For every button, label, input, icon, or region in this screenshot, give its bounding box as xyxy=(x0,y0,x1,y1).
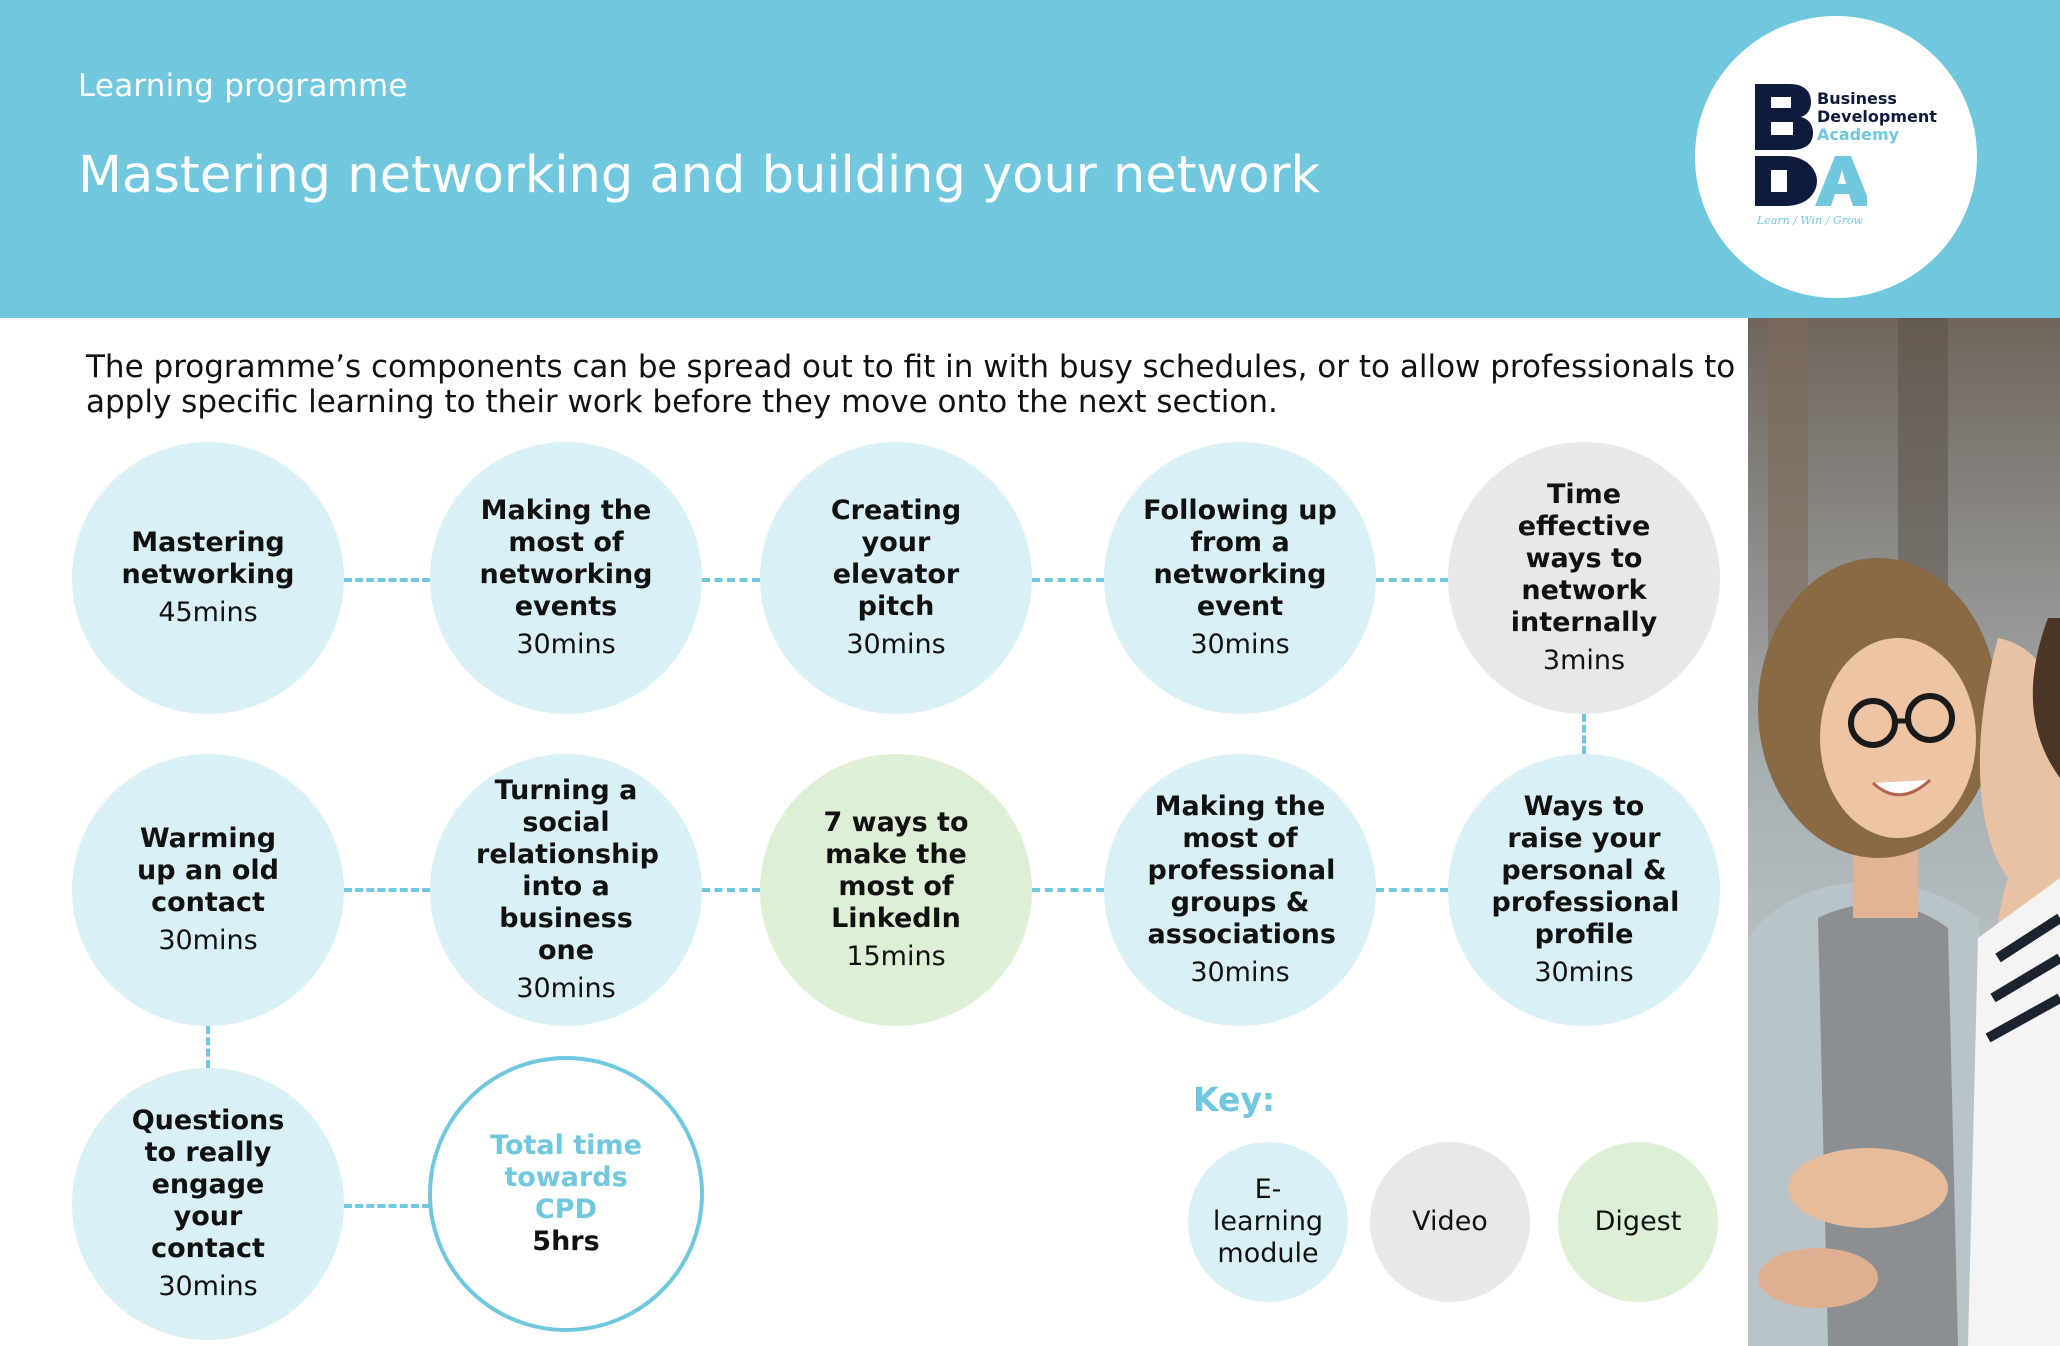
module-duration: 3mins xyxy=(1542,645,1626,676)
key-label: Digest xyxy=(1594,1206,1682,1237)
module-duration: 30mins xyxy=(1190,629,1290,660)
connector xyxy=(1376,888,1448,892)
logo-tagline: Learn / Win / Grow xyxy=(1757,214,1863,227)
module-elevator-pitch: Creating your elevator pitch 30mins xyxy=(760,442,1032,714)
logo-line-1: Business xyxy=(1817,89,1897,108)
module-network-internally: Time effective ways to network internall… xyxy=(1448,442,1720,714)
connector xyxy=(1582,714,1586,754)
module-duration: 30mins xyxy=(1190,957,1290,988)
module-duration: 30mins xyxy=(158,925,258,956)
connector xyxy=(344,888,430,892)
module-title: 7 ways to make the most of LinkedIn xyxy=(823,807,969,934)
module-professional-groups: Making the most of professional groups &… xyxy=(1104,754,1376,1026)
module-duration: 15mins xyxy=(846,941,946,972)
total-cpd-time: Total time towards CPD 5hrs xyxy=(428,1056,704,1332)
photo-illustration xyxy=(1748,318,2060,1346)
module-title: Creating your elevator pitch xyxy=(830,495,962,622)
module-duration: 30mins xyxy=(1534,957,1634,988)
module-title: Making the most of networking events xyxy=(479,495,653,622)
connector xyxy=(344,1204,430,1208)
module-title: Questions to really engage your contact xyxy=(131,1105,285,1264)
module-linkedin: 7 ways to make the most of LinkedIn 15mi… xyxy=(760,754,1032,1026)
bda-logo: Business Development Academy Learn / Win… xyxy=(1695,16,1977,298)
module-title: Making the most of professional groups &… xyxy=(1147,791,1336,950)
page-eyebrow: Learning programme xyxy=(78,68,408,104)
connector xyxy=(1376,578,1448,582)
key-label: Video xyxy=(1412,1206,1488,1237)
connector xyxy=(206,1026,210,1068)
connector xyxy=(1032,578,1104,582)
connector xyxy=(1032,888,1104,892)
total-label: Total time towards CPD xyxy=(490,1130,642,1225)
key-video: Video xyxy=(1370,1142,1530,1302)
module-mastering-networking: Mastering networking 45mins xyxy=(72,442,344,714)
bda-monogram-icon xyxy=(1755,84,1867,206)
module-title: Time effective ways to network internall… xyxy=(1510,479,1658,638)
module-social-to-business: Turning a social relationship into a bus… xyxy=(430,754,702,1026)
connector xyxy=(702,888,760,892)
photo-professionals xyxy=(1748,318,2060,1346)
module-following-up: Following up from a networking event 30m… xyxy=(1104,442,1376,714)
module-duration: 45mins xyxy=(158,597,258,628)
module-title: Following up from a networking event xyxy=(1143,495,1337,622)
module-title: Warming up an old contact xyxy=(137,823,279,918)
module-networking-events: Making the most of networking events 30m… xyxy=(430,442,702,714)
key-label: E-learning module xyxy=(1212,1174,1324,1269)
key-digest: Digest xyxy=(1558,1142,1718,1302)
key-elearning: E-learning module xyxy=(1188,1142,1348,1302)
connector xyxy=(344,578,430,582)
page-title: Mastering networking and building your n… xyxy=(78,146,1321,205)
module-duration: 30mins xyxy=(516,973,616,1004)
module-duration: 30mins xyxy=(846,629,946,660)
total-value: 5hrs xyxy=(532,1226,600,1257)
module-warming-up-contact: Warming up an old contact 30mins xyxy=(72,754,344,1026)
module-title: Ways to raise your personal & profession… xyxy=(1491,791,1680,950)
module-title: Turning a social relationship into a bus… xyxy=(476,775,659,966)
logo-line-3: Academy xyxy=(1817,125,1900,144)
logo-wordmark: Business Development Academy xyxy=(1817,90,1937,144)
intro-paragraph: The programme’s components can be spread… xyxy=(86,349,1736,420)
logo-line-2: Development xyxy=(1817,107,1937,126)
module-engage-contact: Questions to really engage your contact … xyxy=(72,1068,344,1340)
module-title: Mastering networking xyxy=(121,527,295,590)
module-raise-profile: Ways to raise your personal & profession… xyxy=(1448,754,1720,1026)
key-title: Key: xyxy=(1193,1080,1276,1119)
module-duration: 30mins xyxy=(516,629,616,660)
connector xyxy=(702,578,760,582)
module-duration: 30mins xyxy=(158,1271,258,1302)
